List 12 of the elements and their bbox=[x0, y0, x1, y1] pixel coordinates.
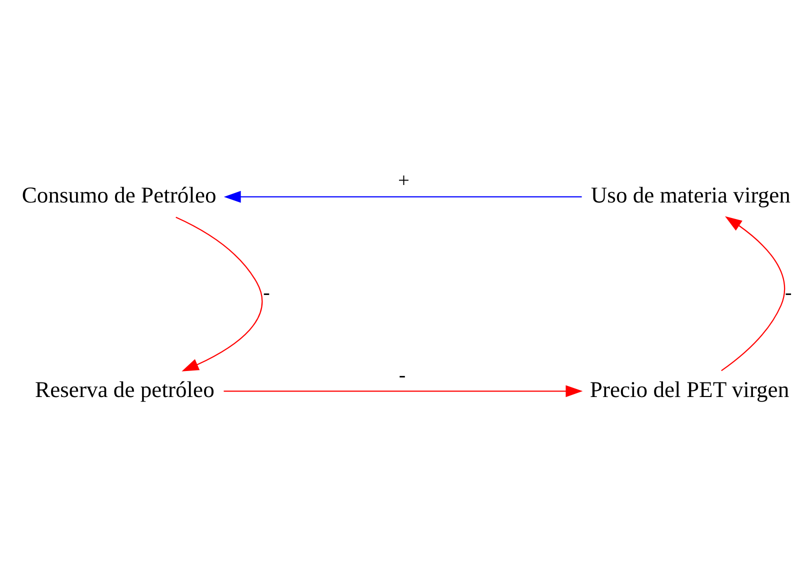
edge-label: + bbox=[398, 170, 410, 192]
edge-label: - bbox=[398, 364, 406, 386]
node-text: Uso de materia virgen bbox=[590, 182, 790, 208]
arrow bbox=[224, 385, 583, 398]
node-text: Consumo de Petróleo bbox=[22, 182, 216, 208]
node-text: Precio del PET virgen bbox=[590, 376, 790, 402]
arrow bbox=[176, 216, 263, 372]
edge-label: - bbox=[263, 282, 270, 304]
edge-label: - bbox=[784, 282, 792, 304]
arrow bbox=[224, 190, 582, 203]
arrow bbox=[721, 216, 786, 372]
node-text: Reserva de petróleo bbox=[35, 376, 214, 402]
